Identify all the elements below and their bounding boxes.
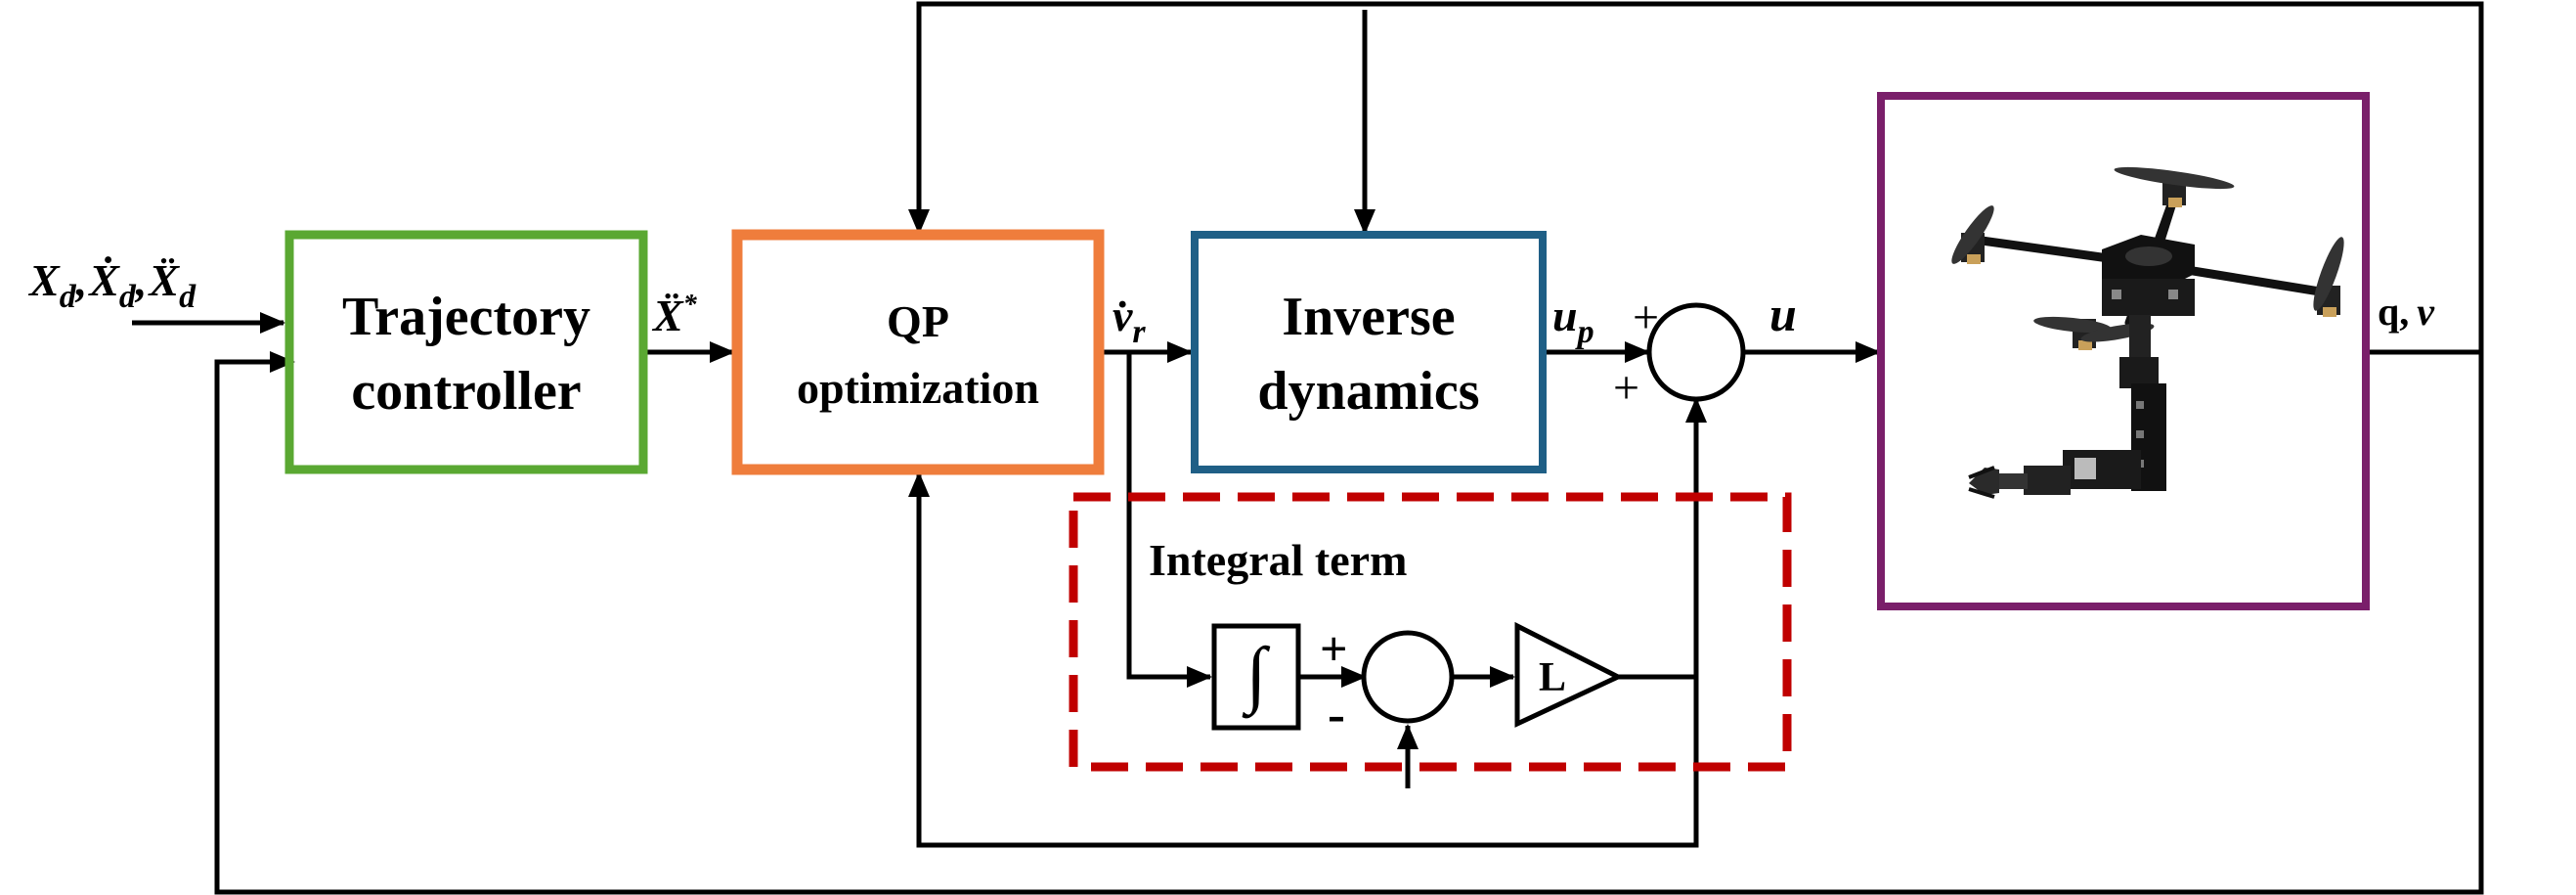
trajectory-controller-label-2: controller [351, 361, 581, 422]
qp-optimization-block [731, 229, 1105, 475]
feedback-top-qp-wire [908, 1, 2484, 352]
inverse-dynamics-label-2: dynamics [1257, 361, 1479, 422]
integrator-block [1211, 623, 1301, 731]
int-sum-plus: + [1320, 621, 1348, 676]
u-label: u [1769, 287, 1797, 341]
integral-term-title: Integral term [1149, 535, 1407, 585]
integral-term-box [1069, 492, 1792, 772]
inverse-dynamics-block [1191, 231, 1547, 473]
main-summing-junction [1646, 302, 1746, 402]
gain-output-return-wire [908, 471, 1699, 848]
reference-signal-label: Xd,Ẋd,Ẍd [27, 255, 196, 315]
trajectory-controller-block [284, 230, 648, 474]
integral-symbol: ∫ [1243, 633, 1271, 719]
output-label: q,v [2378, 290, 2435, 334]
gain-output-up-wire [1618, 397, 1707, 680]
gain-L-block [1514, 621, 1624, 728]
main-sum-plus-top: + [1633, 291, 1659, 343]
qp-label-2: optimization [797, 363, 1039, 413]
trajectory-controller-label-1: Trajectory [342, 287, 590, 347]
robot-plant-block [1877, 92, 2370, 610]
main-sum-plus-bottom: + [1613, 362, 1639, 414]
inverse-dynamics-label-1: Inverse [1282, 287, 1455, 347]
gain-label: L [1539, 655, 1566, 700]
accel-cmd-label: Ẍ* [651, 290, 698, 340]
int-sum-minus: - [1328, 685, 1345, 743]
integral-branch-wire [1126, 352, 1212, 688]
feedback-outer-wire [214, 349, 2484, 895]
integral-summing-junction [1361, 630, 1455, 724]
vel-ref-label: v̇r [1113, 291, 1146, 350]
u-p-label: up [1552, 291, 1594, 350]
qp-label-1: QP [887, 296, 949, 346]
quadrotor-manipulator-icon [1951, 166, 2344, 499]
